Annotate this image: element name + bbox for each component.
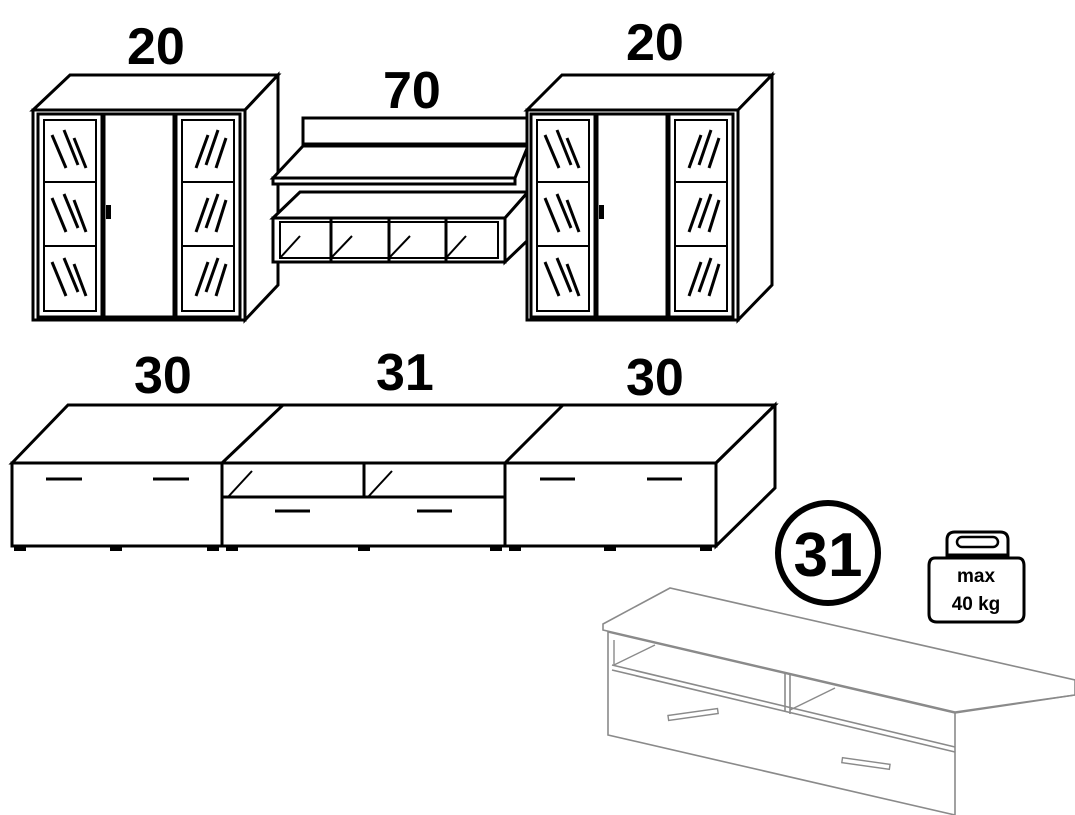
label-lowboard-right: 30 xyxy=(626,349,684,407)
weight-limit-line1: max xyxy=(957,566,995,587)
label-shelf-center: 70 xyxy=(383,62,441,120)
label-cabinet-left: 20 xyxy=(127,18,185,76)
part-number-badge: 31 xyxy=(775,500,881,606)
cabinet-left xyxy=(29,71,282,324)
label-lowboard-center: 31 xyxy=(376,344,434,402)
weight-limit-line2: 40 kg xyxy=(952,594,1001,615)
label-lowboard-left: 30 xyxy=(134,347,192,405)
lowboard-detail-view xyxy=(602,587,1075,815)
lowboards-row xyxy=(8,401,779,551)
weight-limit-icon: max 40 kg xyxy=(927,530,1026,624)
badge-number: 31 xyxy=(794,521,863,590)
cabinet-right xyxy=(523,71,776,324)
label-cabinet-right: 20 xyxy=(626,14,684,72)
wall-shelf-center xyxy=(269,116,532,266)
